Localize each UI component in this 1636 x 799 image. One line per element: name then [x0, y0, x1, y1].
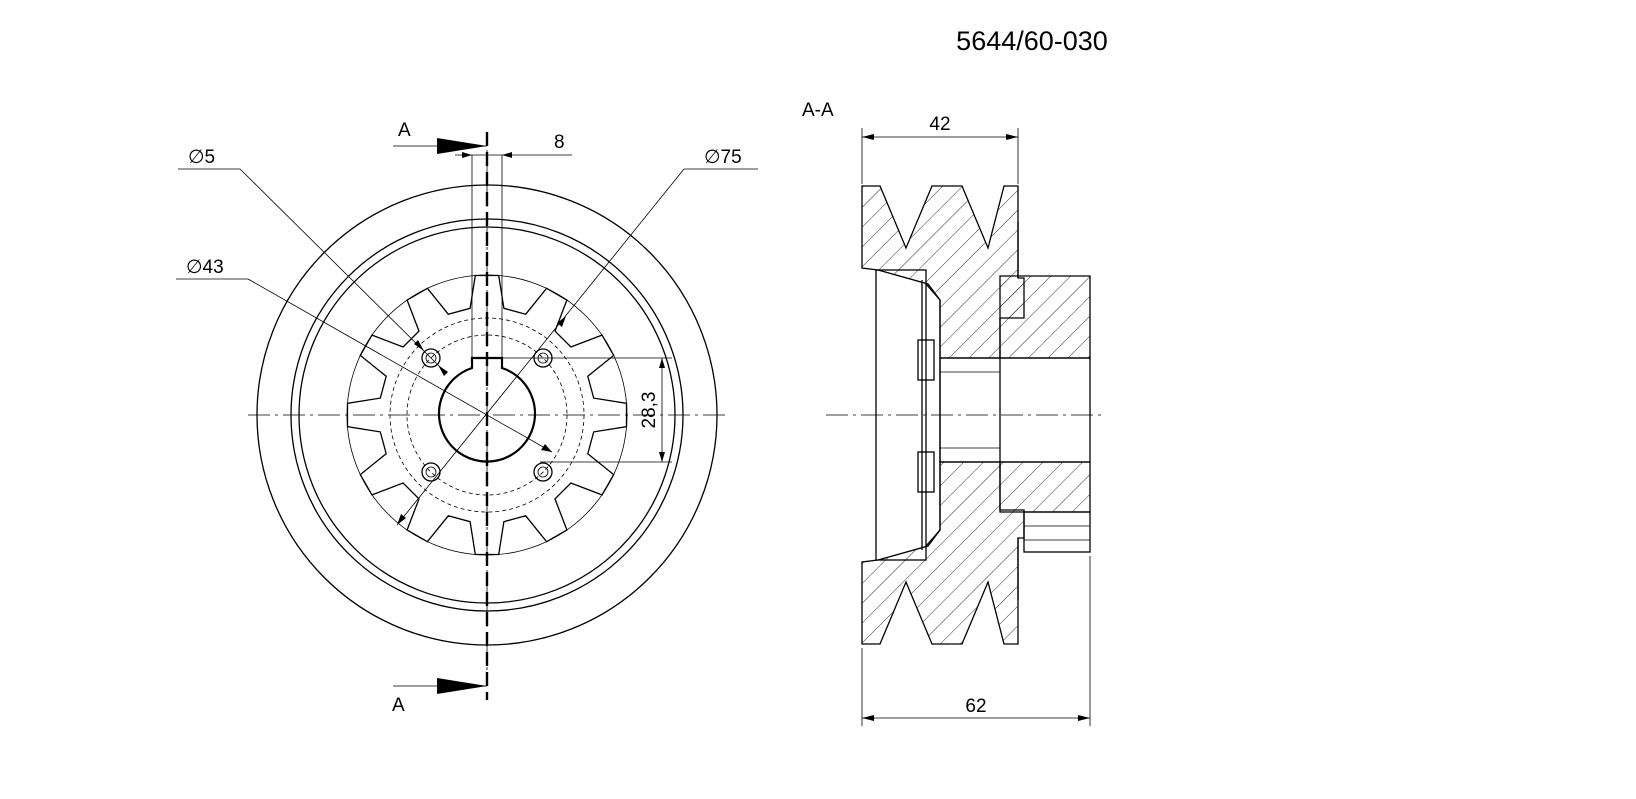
section-view: A-A 42 — [802, 100, 1106, 726]
bolt-hole — [533, 462, 553, 482]
bolt-head-lower — [917, 451, 935, 493]
bolt-hole — [421, 462, 441, 482]
bolt-circle-dimension: ∅43 — [186, 257, 224, 278]
key-height-dimension: 28,3 — [639, 392, 660, 429]
spline-region — [1023, 511, 1091, 553]
gear-side-face — [875, 269, 927, 561]
hole-diameter-dimension: ∅5 — [188, 147, 215, 168]
gear-diameter-dimension: ∅75 — [704, 147, 742, 168]
overall-width-dimension: 62 — [965, 696, 986, 717]
gear-outline — [346, 274, 628, 556]
section-arrow-top — [437, 138, 487, 154]
section-arrow-bottom — [437, 678, 487, 694]
cut-label-bottom: A — [392, 695, 405, 716]
section-label: A-A — [802, 100, 834, 121]
key-width-dimension: 8 — [554, 132, 565, 153]
hub-lower — [999, 461, 1091, 513]
hub-upper — [999, 275, 1091, 359]
bore-with-keyway — [437, 356, 537, 463]
bolt-head-upper — [917, 339, 935, 381]
drawing-number: 5644/60-030 — [956, 26, 1108, 56]
front-view: A A 8 28,3 ∅5 ∅43 ∅75 — [176, 120, 758, 716]
bolt-circle — [406, 334, 568, 496]
hub-width-dimension: 42 — [929, 114, 950, 135]
bore — [939, 357, 1091, 463]
cut-label-top: A — [398, 120, 411, 141]
bolt-hole — [421, 348, 441, 368]
